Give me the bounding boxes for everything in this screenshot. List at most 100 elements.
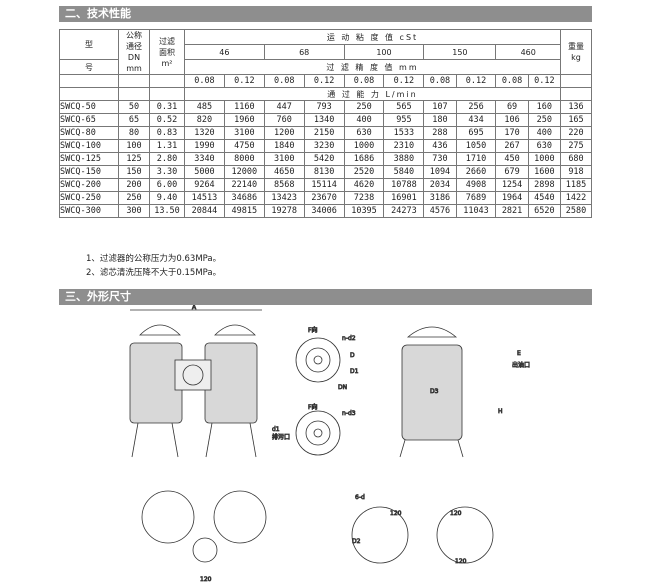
value-cell: 0.83 [149,126,185,140]
viscosity-150: 150 [423,44,497,60]
label-d3: D3 [430,388,439,395]
header-weight: 重量 kg [560,29,592,75]
label-e: E [517,350,521,357]
viscosity-68: 68 [263,44,345,60]
single-filter-view: D3 E 出油口 H [399,326,530,458]
value-cell: 4750 [223,139,265,153]
label-n-d2: n-d2 [342,335,356,342]
label-h: H [498,408,503,415]
value-cell: 69 [495,100,529,114]
value-cell: 1000 [343,139,385,153]
precision-cell: 0.12 [527,74,562,88]
value-cell: 13423 [263,191,305,205]
value-cell: 6.00 [149,178,185,192]
model-cell: SWCQ-300 [59,204,119,218]
value-cell: 1000 [527,152,562,166]
precision-cell: 0.12 [223,74,265,88]
model-cell: SWCQ-80 [59,126,119,140]
value-cell: 136 [560,100,592,114]
value-cell: 9264 [184,178,225,192]
spec-table: 型 公称 通径 DN mm 过滤 面积 m² 运 动 粘 度 值 cSt 重量 … [59,29,592,218]
value-cell: 8000 [223,152,265,166]
value-cell: 2150 [303,126,345,140]
value-cell: 3230 [303,139,345,153]
flange-views: F向 n-d2 D D1 DN F向 n-d3 [295,326,359,456]
label-d2: D2 [352,538,361,545]
value-cell: 3.30 [149,165,185,179]
value-cell: 918 [560,165,592,179]
label-120-c: 120 [450,510,462,517]
value-cell: 0.31 [149,100,185,114]
value-cell: 450 [495,152,529,166]
value-cell: 165 [560,113,592,127]
value-cell: 1.31 [149,139,185,153]
value-cell: 6520 [527,204,562,218]
value-cell: 955 [383,113,425,127]
value-cell: 434 [455,113,497,127]
value-cell: 1960 [223,113,265,127]
value-cell: 275 [560,139,592,153]
value-cell: 1050 [455,139,497,153]
value-cell: 2.80 [149,152,185,166]
value-cell: 10788 [383,178,425,192]
note-2: 2、滤芯清洗压降不大于0.15MPa。 [86,268,222,278]
value-cell: 267 [495,139,529,153]
value-cell: 820 [184,113,225,127]
value-cell: 793 [303,100,345,114]
value-cell: 1160 [223,100,265,114]
value-cell: 1533 [383,126,425,140]
value-cell: 3100 [223,126,265,140]
value-cell: 106 [495,113,529,127]
value-cell: 0.52 [149,113,185,127]
value-cell: 49815 [223,204,265,218]
value-cell: 13.50 [149,204,185,218]
value-cell: 125 [118,152,150,166]
note-1: 1、过滤器的公称压力为0.63MPa。 [86,254,222,264]
value-cell: 3880 [383,152,425,166]
value-cell: 4540 [527,191,562,205]
value-cell: 14513 [184,191,225,205]
value-cell: 2821 [495,204,529,218]
value-cell: 4576 [423,204,457,218]
model-cell: SWCQ-150 [59,165,119,179]
value-cell: 7238 [343,191,385,205]
value-cell: 160 [527,100,562,114]
value-cell: 1320 [184,126,225,140]
value-cell: 170 [495,126,529,140]
label-inlet: 排污口 [272,433,290,441]
value-cell: 20844 [184,204,225,218]
value-cell: 16901 [383,191,425,205]
value-cell: 730 [423,152,457,166]
value-cell: 24273 [383,204,425,218]
label-120-a: 120 [200,576,212,583]
value-cell: 1422 [560,191,592,205]
viscosity-100: 100 [343,44,425,60]
value-cell: 23670 [303,191,345,205]
value-cell: 400 [343,113,385,127]
value-cell: 11043 [455,204,497,218]
value-cell: 8568 [263,178,305,192]
value-cell: 50 [118,100,150,114]
value-cell: 1990 [184,139,225,153]
precision-cell: 0.08 [263,74,305,88]
value-cell: 630 [527,139,562,153]
model-cell: SWCQ-200 [59,178,119,192]
value-cell: 200 [118,178,150,192]
value-cell: 8130 [303,165,345,179]
value-cell: 760 [263,113,305,127]
value-cell: 2034 [423,178,457,192]
header-precision: 过 滤 精 度 值 mm [184,59,561,75]
value-cell: 220 [560,126,592,140]
value-cell: 7689 [455,191,497,205]
label-d1: d1 [272,426,280,433]
value-cell: 2580 [560,204,592,218]
value-cell: 300 [118,204,150,218]
value-cell: 1686 [343,152,385,166]
value-cell: 250 [118,191,150,205]
dimension-drawing: A d1 排污口 F向 n-d2 D D1 DN F向 n-d3 D3 E 出油… [129,305,530,583]
value-cell: 19278 [263,204,305,218]
